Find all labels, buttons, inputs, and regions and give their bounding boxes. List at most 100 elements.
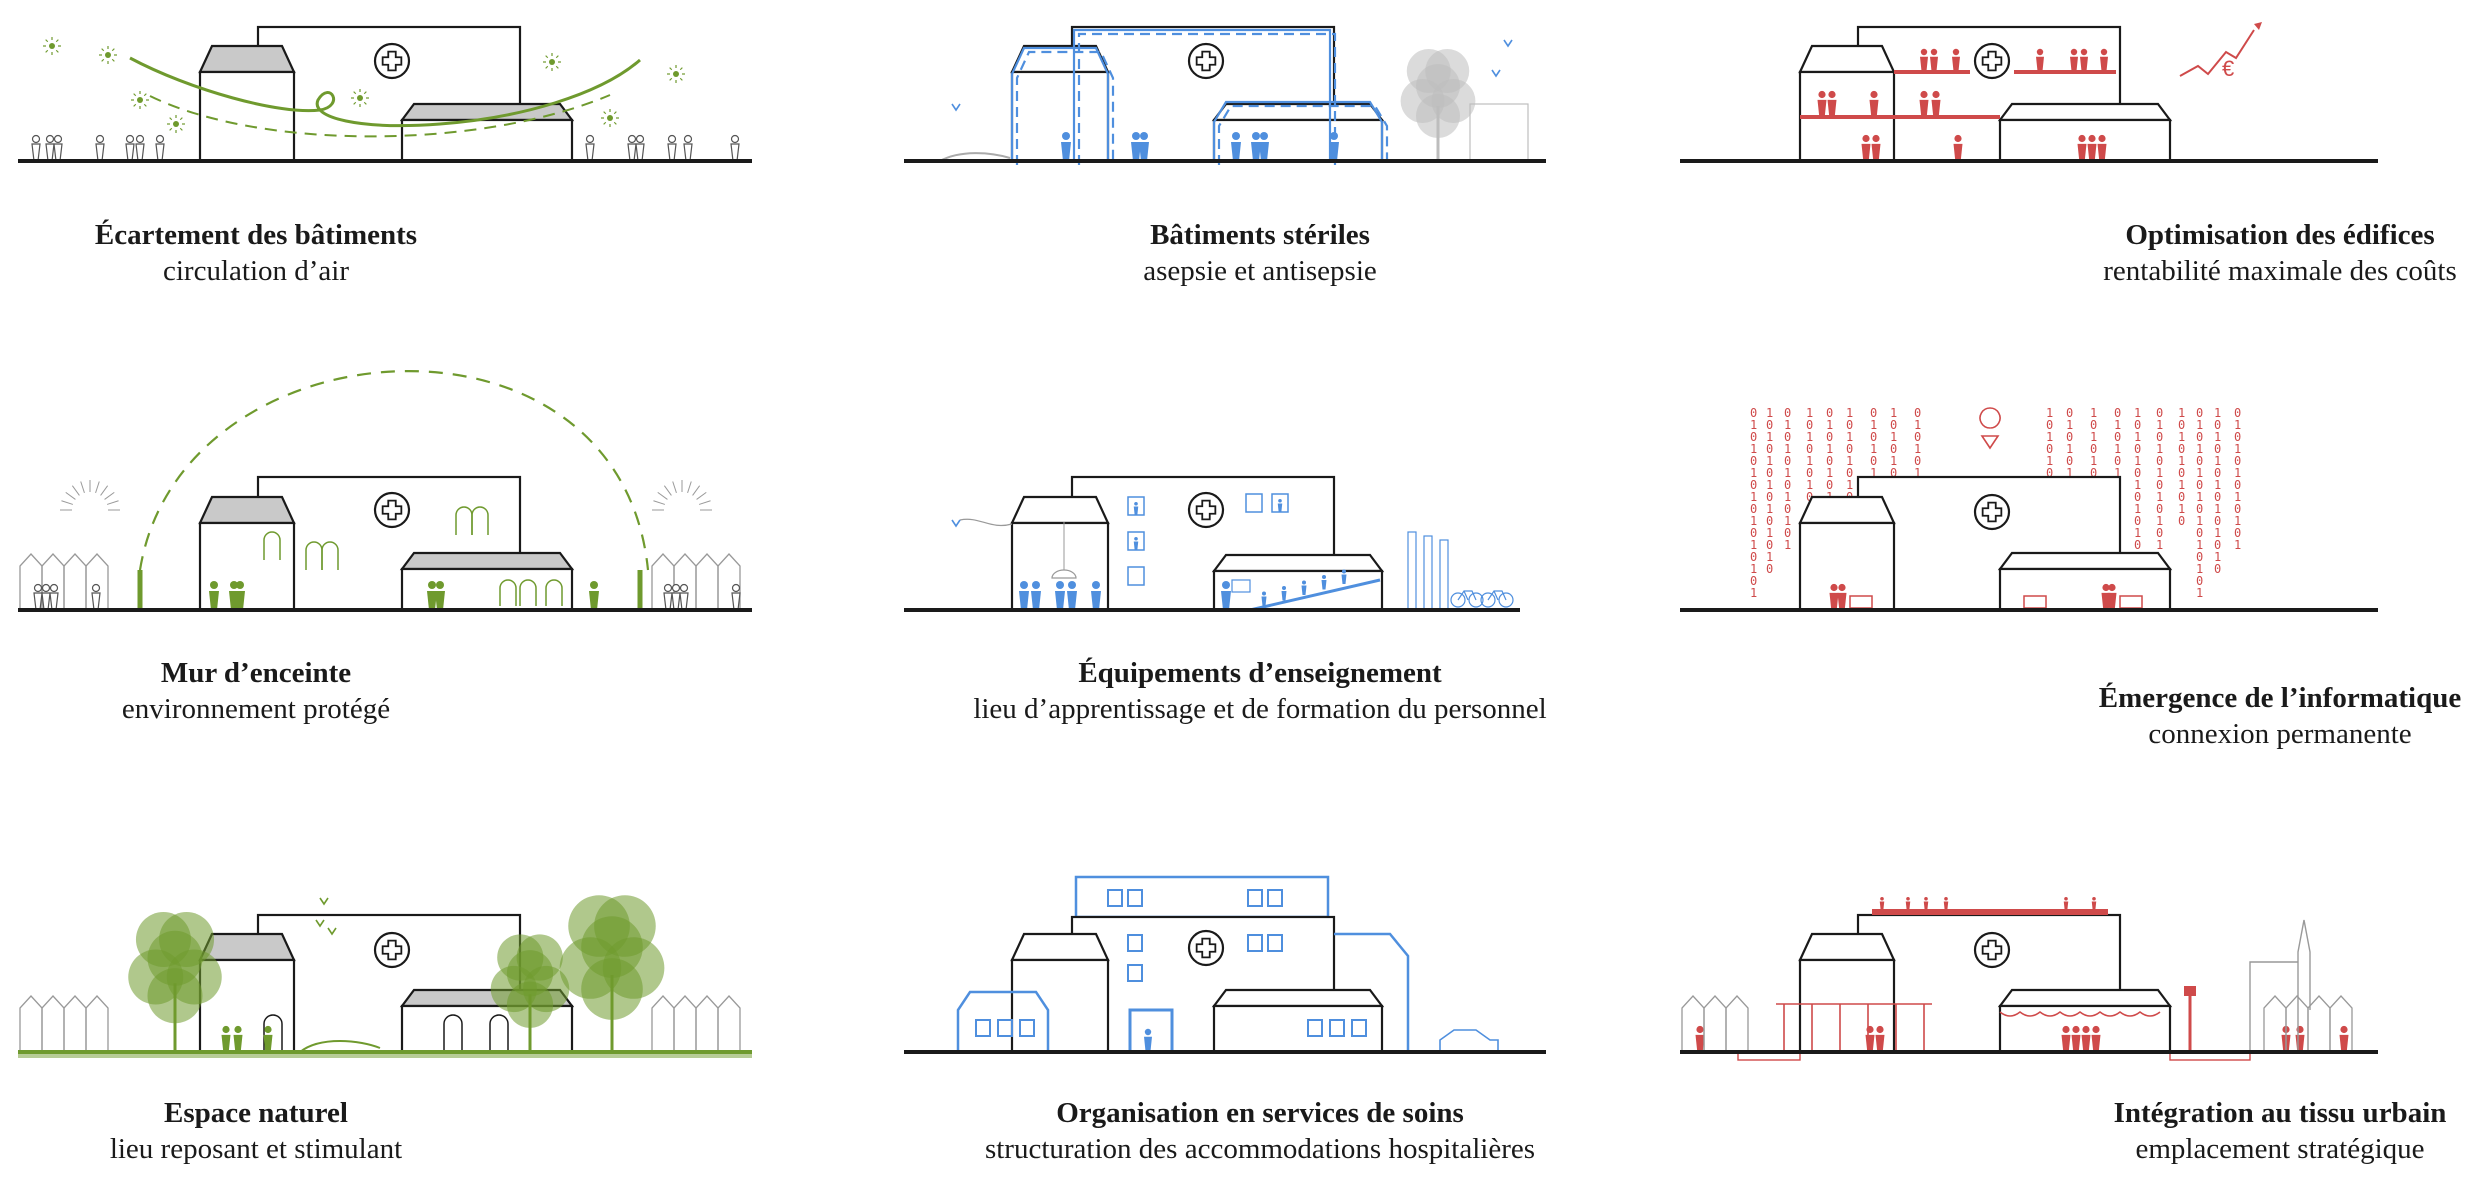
caption-wall: Mur d’enceinte environnement protégé [40,655,472,727]
roof [1997,988,2173,1008]
wing-outline [1334,932,1410,1052]
person-icon [41,583,51,611]
person-icon [155,134,165,162]
person-icon [1869,90,1879,117]
binary-digit: 0 [2214,418,2221,432]
binary-digit: 1 [2114,466,2121,480]
binary-digit: 1 [1766,430,1773,444]
lectern [1231,579,1251,593]
window [1127,566,1145,586]
binary-digit: 0 [2214,442,2221,456]
binary-digit: 0 [2090,418,2097,432]
binary-digit: 1 [2114,442,2121,456]
binary-digit: 0 [2196,550,2203,564]
binary-digit: 0 [1846,466,1853,480]
binary-digit: 0 [1750,430,1757,444]
binary-digit: 0 [1750,550,1757,564]
binary-digit: 0 [2214,562,2221,576]
caption-subtitle: connexion permanente [2148,718,2412,750]
binary-digit: 1 [2234,442,2241,456]
person-icon [679,583,689,611]
binary-digit: 0 [1784,406,1791,420]
person-icon [1943,896,1949,910]
window [1267,889,1283,907]
panel-services [904,875,1546,1054]
location-pin-icon [1979,407,2001,450]
binary-digit: 1 [2196,490,2203,504]
binary-digit: 0 [2134,514,2141,528]
bicycle-icon [1450,590,1484,608]
roof [1798,44,1896,74]
caption-subtitle: lieu d’apprentissage et de formation du … [973,693,1547,725]
binary-digit: 0 [2196,430,2203,444]
binary-digit: 1 [2134,478,2141,492]
grass-strip [18,1052,752,1058]
sterile-tube [1072,28,1332,161]
panel-it: 0101010101010101101010101010100101010101… [1680,406,2378,612]
banner [1407,531,1417,611]
binary-digit: 1 [2196,562,2203,576]
person-icon [1341,569,1347,584]
person-icon [1131,132,1141,161]
binary-digit: 1 [1806,430,1813,444]
binary-digit: 0 [1806,418,1813,432]
person-icon [95,134,105,162]
binary-digit: 0 [2214,490,2221,504]
building-right [1212,569,1384,612]
person-icon [2061,1025,2071,1052]
binary-digit: 1 [1846,478,1853,492]
binary-digit: 1 [1784,490,1791,504]
tree-icon [1400,49,1476,161]
auditorium-seating [1249,578,1381,612]
window [1267,934,1283,952]
binary-digit: 0 [2156,526,2163,540]
person-icon [1865,1025,1875,1052]
binary-digit: 1 [1870,466,1877,480]
medical-cross-icon [373,491,411,529]
person-icon [1827,90,1837,117]
person-icon [1923,896,1929,910]
binary-digit: 1 [2234,538,2241,552]
binary-digit: 1 [2114,418,2121,432]
person-icon [2339,1025,2349,1052]
caption-teaching: Équipements d’enseignement lieu d’appren… [900,655,1620,727]
bird-icon [327,927,337,936]
roof [1010,44,1110,74]
binary-digit: 1 [1784,514,1791,528]
window [1127,964,1143,982]
binary-digit: 1 [2066,466,2073,480]
binary-digit: 1 [2196,586,2203,600]
greenhouse [1469,103,1529,162]
caption-subtitle: environnement protégé [121,693,391,725]
bird-icon [315,919,325,928]
awning [1999,1011,2161,1017]
roof [1997,551,2173,571]
sun-ray [657,491,668,500]
binary-digit: 1 [2090,430,2097,444]
person-icon [209,581,219,610]
binary-digit: 0 [2046,418,2053,432]
binary-digit: 0 [2090,466,2097,480]
binary-digit: 0 [1826,430,1833,444]
tree-icon [128,912,222,1052]
binary-digit: 0 [1750,502,1757,516]
shrub [299,1040,381,1053]
roof [1010,495,1110,525]
binary-digit: 0 [2134,418,2141,432]
panel-optim: € [1680,22,2378,163]
person-icon [125,134,135,162]
binary-digit: 1 [2234,514,2241,528]
person-icon [1261,591,1267,606]
binary-digit: 0 [1870,406,1877,420]
person-icon [1920,48,1928,72]
binary-digit: 1 [1750,586,1757,600]
person-icon [1871,134,1881,161]
person-icon [1259,132,1269,161]
binary-digit: 1 [2178,430,2185,444]
window [1245,493,1263,513]
person-icon [1251,132,1261,161]
binary-digit: 0 [2134,538,2141,552]
binary-digit: 1 [2156,466,2163,480]
person-icon [1019,581,1029,610]
